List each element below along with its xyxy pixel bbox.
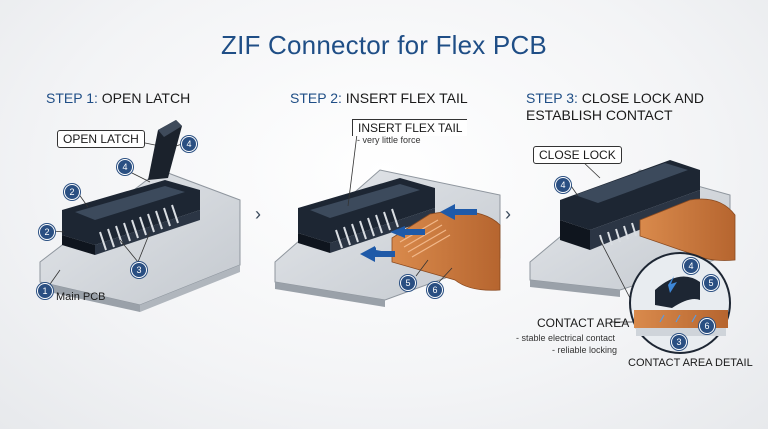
contact-area-detail-label: CONTACT AREA DETAIL [628, 357, 753, 369]
step-3-number: STEP 3: [526, 90, 578, 106]
open-latch [148, 120, 182, 180]
close-lock-label: CLOSE LOCK [533, 146, 622, 164]
callout-4: 4 [181, 136, 197, 152]
insert-flex-tail-label: INSERT FLEX TAIL [352, 119, 468, 136]
step-1-number: STEP 1: [46, 90, 98, 106]
chevron-right-icon: › [255, 204, 261, 224]
step-2-title: STEP 2: INSERT FLEX TAIL [290, 90, 468, 107]
callout-3: 3 [671, 334, 687, 350]
insert-arrows [360, 204, 477, 262]
chevron-right-icon: › [505, 204, 511, 224]
step-1-text: OPEN LATCH [97, 90, 191, 106]
main-pcb-label: Main PCB [56, 291, 106, 303]
locking-actuator [655, 276, 700, 308]
callout-5: 5 [400, 275, 416, 291]
step-3-text: CLOSE LOCK AND ESTABLISH CONTACT [526, 90, 704, 123]
page-title: ZIF Connector for Flex PCB [221, 30, 547, 60]
open-latch-label: OPEN LATCH [57, 130, 145, 148]
step-1-title: STEP 1: OPEN LATCH [46, 90, 190, 107]
insert-force-note: - very little force [357, 135, 421, 145]
callout-4: 4 [683, 258, 699, 274]
callout-5: 5 [703, 275, 719, 291]
callout-6: 6 [427, 282, 443, 298]
step-2-illustration [274, 133, 501, 307]
step-2-number: STEP 2: [290, 90, 342, 106]
callout-2: 2 [39, 224, 55, 240]
step-3-title: STEP 3: CLOSE LOCK AND ESTABLISH CONTACT [526, 90, 736, 124]
callout-2: 2 [64, 184, 80, 200]
contact-area-label: CONTACT AREA [537, 316, 630, 330]
pcb-edge [40, 282, 140, 312]
contact-note-locking: - reliable locking [552, 345, 618, 355]
step-2-text: INSERT FLEX TAIL [341, 90, 468, 106]
step-1-illustration [39, 120, 241, 312]
callout-4: 4 [555, 177, 571, 193]
callout-1: 1 [37, 283, 53, 299]
callout-6: 6 [699, 318, 715, 334]
contact-note-stable: - stable electrical contact [516, 333, 616, 343]
callout-4: 4 [117, 159, 133, 175]
callout-3: 3 [131, 262, 147, 278]
